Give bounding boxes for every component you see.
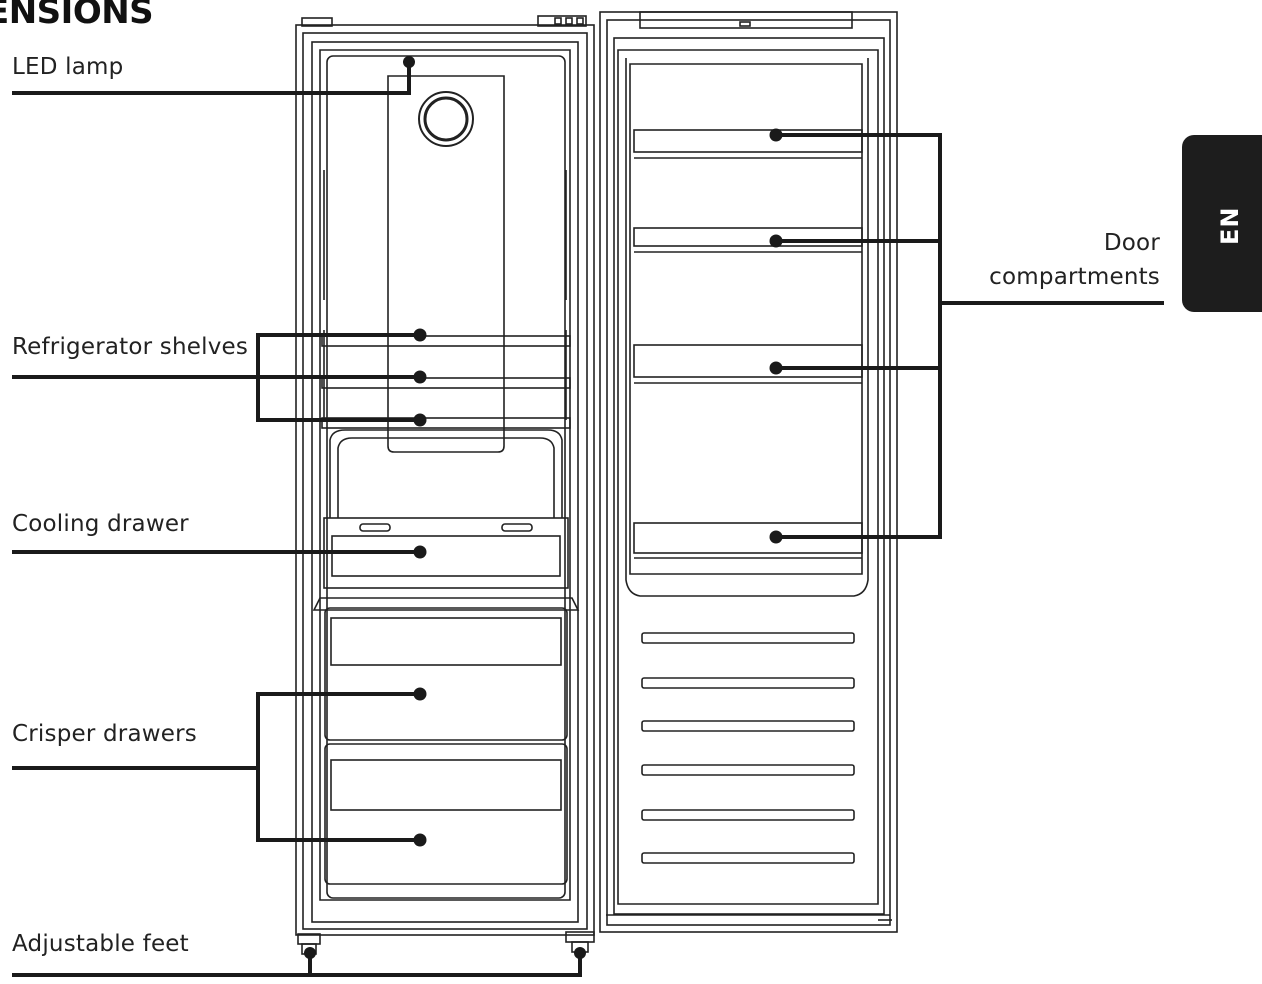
- leader-lines: [12, 62, 1164, 977]
- label-door-line1: Door: [1103, 230, 1160, 256]
- dot-foot-left: [304, 947, 316, 959]
- dot-cooling-drawer: [413, 545, 427, 559]
- label-refrigerator-shelves: Refrigerator shelves: [12, 334, 249, 360]
- label-adjustable-feet: Adjustable feet: [12, 931, 189, 957]
- label-led-lamp: LED lamp: [12, 54, 124, 80]
- dot-shelf-1: [413, 328, 427, 342]
- door-compartments-shape: [633, 129, 863, 559]
- label-door-line2: compartments: [989, 264, 1160, 290]
- refrigerator-shelves: [321, 335, 571, 429]
- door-ribs: [641, 632, 855, 864]
- dot-door-4: [769, 530, 783, 544]
- page-title: ENSIONS: [0, 0, 154, 32]
- crisper-drawers-shape: [312, 597, 580, 885]
- feet-leader: [308, 953, 582, 977]
- language-tab-label: EN: [1216, 206, 1244, 245]
- dot-crisper-1: [413, 687, 427, 701]
- callout-dots: [304, 56, 783, 959]
- dot-crisper-2: [413, 833, 427, 847]
- dot-shelf-2: [413, 370, 427, 384]
- dot-shelf-3: [413, 413, 427, 427]
- led-lamp-leader: [12, 62, 411, 95]
- door-leader: [776, 133, 942, 539]
- cooling-drawer-shape: [323, 517, 569, 589]
- dot-door-2: [769, 234, 783, 248]
- label-crisper-drawers: Crisper drawers: [12, 721, 197, 747]
- fridge-cabinet: [295, 15, 595, 936]
- air-duct-panel: [387, 75, 505, 453]
- dot-door-1: [769, 128, 783, 142]
- dot-foot-right: [574, 947, 586, 959]
- dot-door-3: [769, 361, 783, 375]
- label-door-compartments: Door compartments: [989, 226, 1160, 294]
- bottle-area: [329, 429, 563, 518]
- dot-led-lamp: [403, 56, 415, 68]
- language-tab: EN: [1182, 135, 1262, 312]
- crisper-leader: [256, 692, 420, 842]
- label-cooling-drawer: Cooling drawer: [12, 511, 189, 537]
- fridge-door: [599, 11, 898, 933]
